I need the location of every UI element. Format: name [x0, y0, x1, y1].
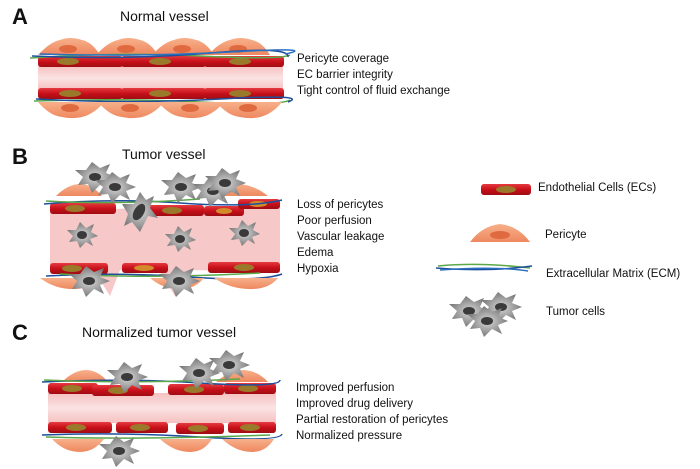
endothelial-cell: [38, 56, 123, 67]
ecm-fibers: [29, 49, 296, 59]
panel-c-title: Normalized tumor vessel: [82, 324, 237, 340]
pericyte: [216, 102, 282, 119]
panel-a-label: A: [12, 4, 28, 29]
panel-b-label: B: [12, 144, 28, 169]
vessel-lumen: [38, 66, 283, 90]
endothelial-cell: [176, 423, 224, 434]
endothelial-cell: [204, 88, 284, 99]
legend-pericyte-swatch: [470, 224, 530, 242]
panel-b-title: Tumor vessel: [122, 146, 206, 162]
feature-item: Hypoxia: [297, 263, 339, 275]
pericyte: [52, 439, 104, 452]
pericyte: [38, 102, 104, 119]
feature-item: Improved perfusion: [296, 382, 395, 394]
endothelial-cell: [121, 88, 206, 99]
endothelial-cell: [224, 383, 276, 394]
endothelial-cell: [38, 88, 123, 99]
pericyte: [158, 102, 224, 119]
pericyte: [222, 439, 274, 452]
tumor-cell: [179, 358, 220, 389]
panel-a-vessel: [29, 38, 296, 119]
feature-item: Tight control of fluid exchange: [297, 85, 450, 97]
endothelial-cell: [148, 205, 204, 216]
panel-a-features: Pericyte coverage EC barrier integrity T…: [297, 51, 450, 99]
pericyte: [152, 38, 214, 55]
feature-item: Normalized pressure: [296, 430, 403, 442]
tumor-cell: [122, 192, 158, 232]
endothelial-cell: [50, 203, 116, 214]
feature-item: Vascular leakage: [297, 231, 385, 243]
feature-item: Improved drug delivery: [296, 398, 413, 410]
pericyte: [38, 38, 100, 55]
feature-item: Poor perfusion: [297, 215, 372, 227]
tumor-cell: [205, 168, 246, 199]
legend-ecm-label: Extracellular Matrix (ECM): [546, 268, 681, 280]
endothelial-cell: [204, 206, 244, 216]
tumor-cell: [107, 362, 148, 393]
endothelial-cell: [48, 422, 112, 433]
panel-b-vessel: [40, 162, 283, 297]
vessel-lumen: [48, 393, 276, 423]
endothelial-cell: [228, 422, 276, 433]
pericyte: [98, 102, 164, 119]
pericyte: [160, 439, 212, 452]
legend-tumor-swatch: [449, 292, 522, 337]
feature-item: Edema: [297, 247, 334, 259]
endothelial-cell: [168, 384, 224, 395]
ecm-fibers: [43, 198, 283, 206]
tumor-cell: [95, 172, 136, 203]
tumor-cell: [229, 220, 260, 246]
pericyte: [214, 278, 278, 290]
legend-ecm-swatch: [435, 263, 533, 272]
tumor-cell: [165, 226, 196, 252]
legend-endothelial-swatch: [481, 184, 531, 195]
endothelial-cell: [121, 56, 206, 67]
panel-c-label: C: [12, 320, 28, 345]
endothelial-cell: [208, 262, 280, 273]
endothelial-cell: [48, 383, 98, 394]
pericyte: [96, 38, 158, 55]
panel-a-title: Normal vessel: [120, 8, 209, 24]
tumor-cell: [209, 350, 250, 381]
tumor-cell: [69, 266, 110, 297]
ecm-fibers: [41, 433, 283, 440]
feature-item: EC barrier integrity: [297, 69, 393, 81]
legend-tumor-label: Tumor cells: [546, 306, 605, 318]
panel-c-vessel: [41, 350, 283, 467]
legend-pericyte-label: Pericyte: [545, 229, 587, 241]
legend-endothelial-label: Endothelial Cells (ECs): [538, 182, 657, 194]
tumor-cell: [161, 172, 202, 203]
feature-item: Partial restoration of pericytes: [296, 414, 449, 426]
tumor-cell: [159, 266, 200, 297]
pericyte: [62, 370, 108, 382]
endothelial-cell: [122, 263, 168, 273]
endothelial-cell: [50, 263, 108, 274]
panel-b-features: Loss of pericytes Poor perfusion Vascula…: [297, 197, 384, 277]
panel-c-features: Improved perfusion Improved drug deliver…: [296, 380, 448, 444]
legend: [435, 184, 533, 337]
feature-item: Loss of pericytes: [297, 199, 384, 211]
feature-item: Pericyte coverage: [297, 53, 390, 65]
endothelial-cell: [116, 422, 168, 433]
tumor-cell: [67, 222, 98, 248]
tumor-cell: [99, 436, 140, 467]
endothelial-cell: [204, 56, 284, 67]
